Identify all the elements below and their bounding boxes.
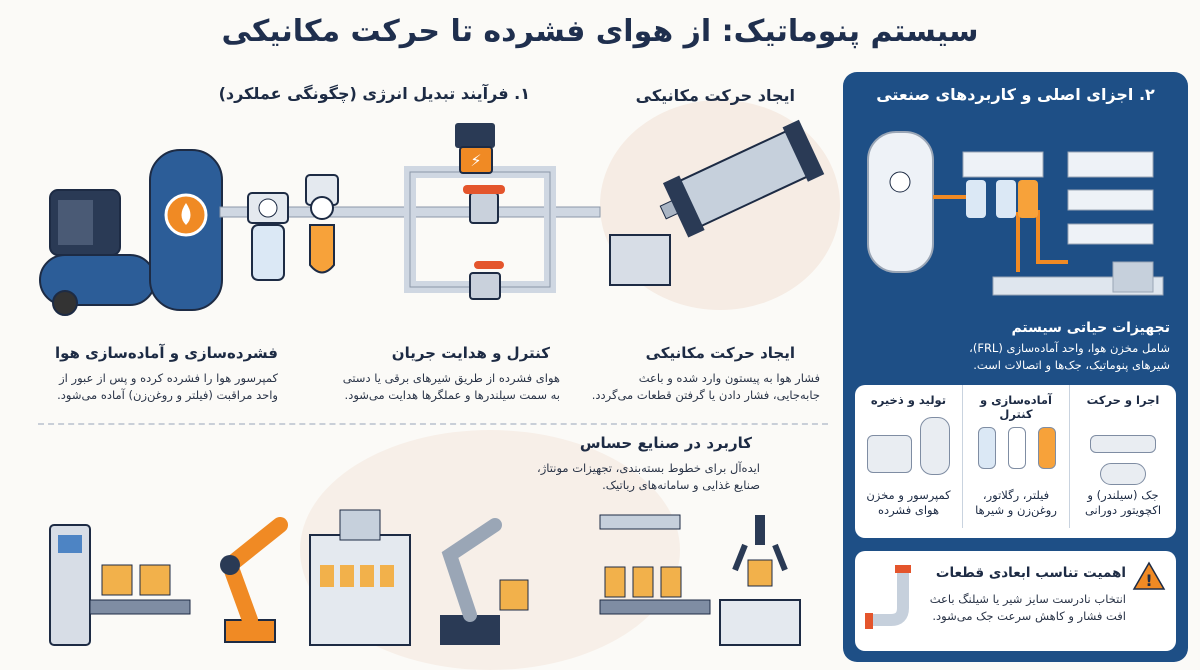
column-text: فیلتر، رگلاتور،روغن‌زن و شیرها <box>975 488 1057 517</box>
conveyor-gripper-icon <box>599 514 711 615</box>
equipment-text: شامل مخزن هوا، واحد آماده‌سازی (FRL)،شیر… <box>969 341 1170 372</box>
step-1-text: کمپرسور هوا را فشرده کرده و پس از عبور ا… <box>57 371 278 402</box>
rotary-actuator-icon <box>1100 463 1146 485</box>
pick-and-place-icon <box>719 515 801 646</box>
regulator-icon <box>305 174 339 274</box>
solenoid-valve-icon: ⚡ <box>455 123 495 174</box>
manual-valve-icon <box>463 185 505 300</box>
packaging-machine-icon <box>49 524 191 646</box>
pneumatic-cylinder-icon <box>609 119 825 286</box>
column-control: آماده‌سازی و کنترل فیلتر، رگلاتور،روغن‌ز… <box>962 385 1069 528</box>
column-head: اجرا و حرکت <box>1086 393 1160 407</box>
cylinder-icon <box>1090 435 1156 453</box>
components-illustration <box>867 131 1164 296</box>
step-2-title: کنترل و هدایت جریان <box>391 344 550 362</box>
svg-text:!: ! <box>1145 571 1152 590</box>
warning-title: اهمیت تناسب ابعادی قطعات <box>935 565 1126 581</box>
column-head: آماده‌سازی و کنترل <box>979 393 1052 421</box>
equipment-title: تجهیزات حیاتی سیستم <box>1011 320 1170 336</box>
motion-label: ایجاد حرکت مکانیکی <box>635 86 795 105</box>
assembly-robot-icon <box>440 518 529 645</box>
step-1-title: فشرده‌سازی و آماده‌سازی هوا <box>54 344 278 362</box>
panel-heading: ۲. اجزای اصلی و کاربردهای صنعتی <box>876 85 1155 104</box>
step-3-title: ایجاد حرکت مکانیکی <box>645 344 795 362</box>
industry-heading: کاربرد در صنایع حساس <box>579 434 752 452</box>
divider <box>38 423 828 425</box>
filter-icon <box>978 427 996 469</box>
column-head: تولید و ذخیره <box>870 393 947 407</box>
compressor-icon <box>867 435 912 473</box>
filling-machine-icon <box>309 509 411 646</box>
industry-text: ایده‌آل برای خطوط بسته‌بندی، تجهیزات مون… <box>537 461 760 492</box>
robot-arm-icon <box>220 517 288 643</box>
page-title: سیستم پنوماتیک: از هوای فشرده تا حرکت مک… <box>221 14 979 49</box>
compressor-icon <box>39 189 156 316</box>
filter-icon <box>247 192 289 281</box>
regulator-icon <box>1008 427 1026 469</box>
air-tank-icon <box>149 149 223 311</box>
pipe-fitting-icon <box>865 565 911 629</box>
process-illustration: ⚡ <box>39 119 825 316</box>
section-heading-process: ۱. فرآیند تبدیل انرژی (چگونگی عملکرد) <box>218 84 530 103</box>
svg-text:⚡: ⚡ <box>470 151 481 170</box>
warning-icon: ! <box>1132 561 1166 591</box>
industry-illustration <box>49 509 801 646</box>
lubricator-icon <box>1038 427 1056 469</box>
warning-card: ! اهمیت تناسب ابعادی قطعات انتخاب نادرست… <box>855 551 1176 651</box>
tank-icon <box>920 417 950 475</box>
components-panel: ۲. اجزای اصلی و کاربردهای صنعتی تجهیزات … <box>843 72 1188 662</box>
